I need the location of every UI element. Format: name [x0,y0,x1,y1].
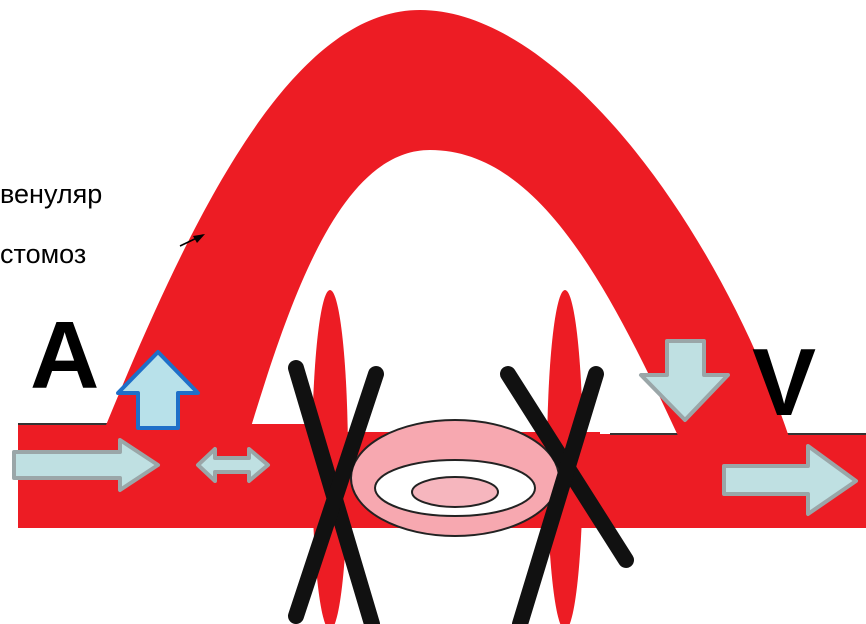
vein-letter: V [752,329,816,436]
capillary-ring-core [412,477,498,507]
anastomosis-label-line2: стомоз [0,239,86,269]
anastomosis-label-line1: венуляр [0,179,102,209]
artery-letter: A [30,302,99,409]
